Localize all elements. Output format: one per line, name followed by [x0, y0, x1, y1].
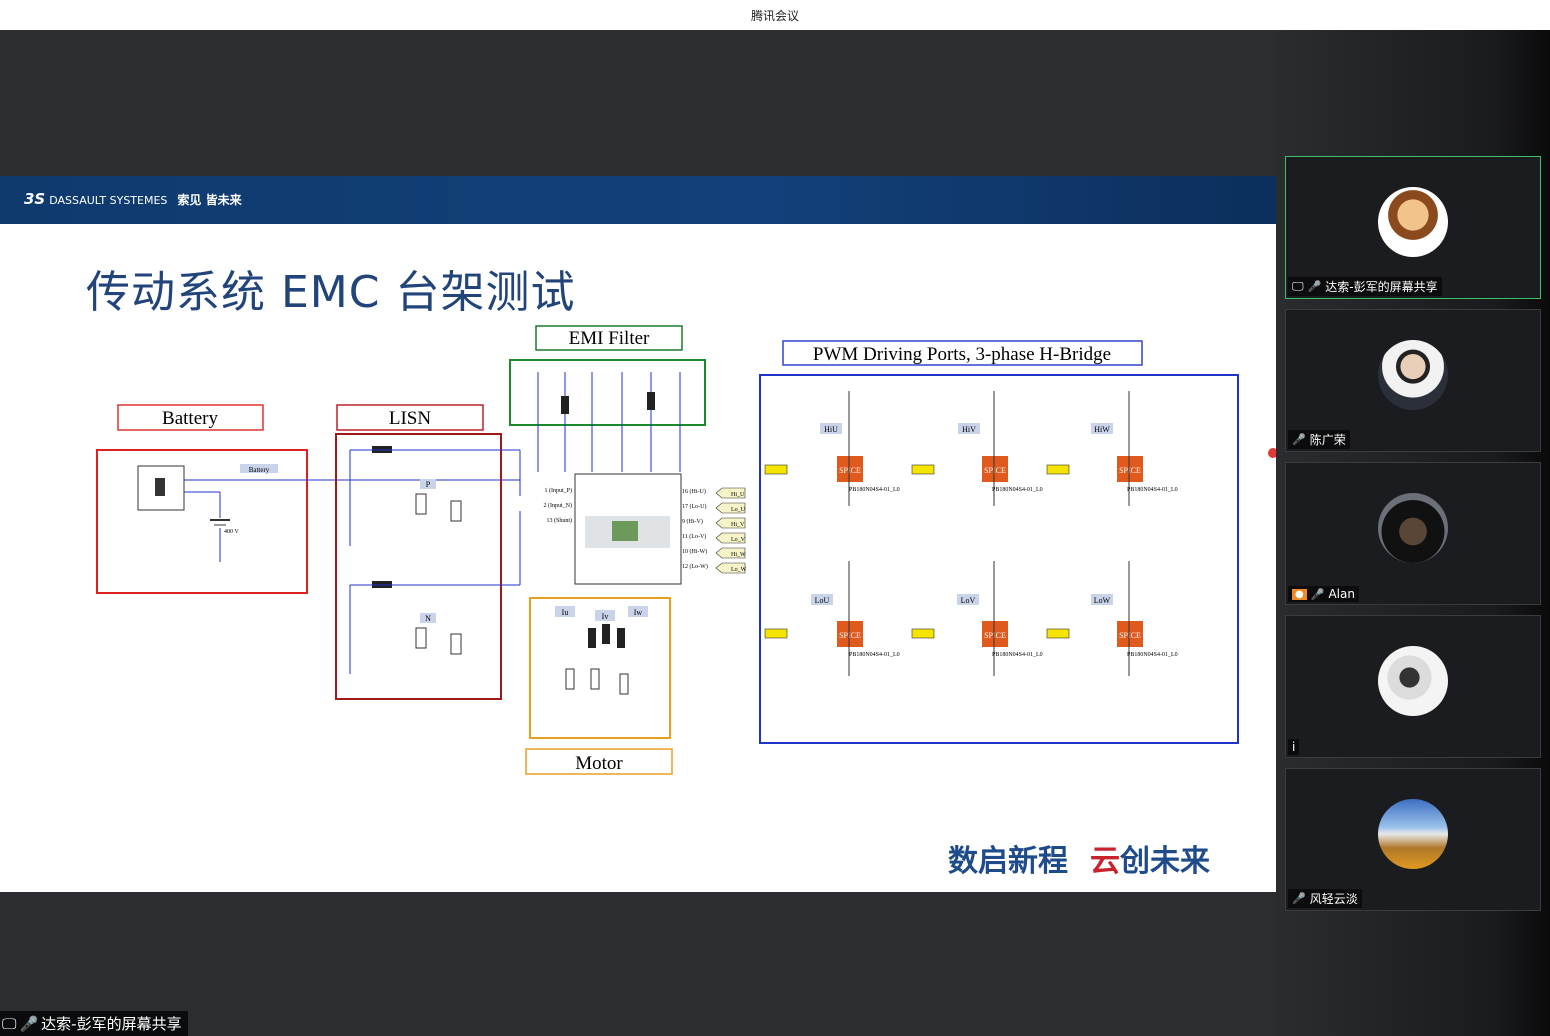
svg-text:13 (Shunt): 13 (Shunt)	[547, 517, 573, 524]
participant-tile-4[interactable]: i	[1285, 615, 1541, 758]
svg-text:9 (Hi-V): 9 (Hi-V)	[682, 518, 703, 525]
svg-text:1 (Input_P): 1 (Input_P)	[545, 487, 573, 494]
slide-slogan: 数启新程云创未来	[948, 844, 1210, 879]
participant-tile-5[interactable]: 🎤 风轻云淡	[1285, 768, 1541, 911]
svg-text:Hi_V: Hi_V	[731, 522, 745, 528]
svg-text:PB180N04S4-01_L0: PB180N04S4-01_L0	[992, 652, 1043, 658]
emc-circuit-diagram: Battery Battery 400 V LISN P N	[96, 325, 1239, 775]
participant-tile-3[interactable]: ● 🎤 Alan	[1285, 462, 1541, 605]
emi-filter-block	[509, 359, 706, 426]
motor-label-box	[525, 748, 673, 775]
svg-text:SPICE: SPICE	[839, 466, 861, 475]
svg-text:PB180N04S4-01_L0: PB180N04S4-01_L0	[992, 487, 1043, 493]
battery-label: Battery	[162, 408, 218, 429]
svg-text:2 (Input_N): 2 (Input_N)	[544, 502, 573, 509]
screen-share-icon: 🖵	[1292, 279, 1304, 293]
svg-text:Lo_W: Lo_W	[731, 567, 747, 573]
svg-text:Hi_U: Hi_U	[731, 492, 745, 498]
svg-text:HiW: HiW	[1094, 425, 1110, 434]
svg-text:Iu: Iu	[562, 608, 569, 617]
participant-tile-1[interactable]: 🖵 🎤 达索-彭军的屏幕共享	[1285, 156, 1541, 299]
emi-label-box	[535, 325, 683, 351]
svg-text:LoW: LoW	[1094, 596, 1111, 605]
lisn-n-label: N	[425, 614, 431, 623]
motor-label: Motor	[575, 753, 623, 774]
svg-text:PB180N04S4-01_L0: PB180N04S4-01_L0	[1127, 487, 1178, 493]
pwm-h-bridge-block	[759, 374, 1239, 744]
port-tags: Hi_U Lo_U Hi_V Lo_V Hi_W Lo_W 16 (Hi-U) …	[682, 487, 747, 574]
window-title-bar: 腾讯会议	[0, 0, 1550, 30]
svg-text:LoV: LoV	[961, 596, 976, 605]
pwm-label: PWM Driving Ports, 3-phase H-Bridge	[813, 344, 1111, 365]
lisn-label: LISN	[389, 408, 432, 429]
svg-text:PB180N04S4-01_L0: PB180N04S4-01_L0	[1127, 652, 1178, 658]
screen-share-badge[interactable]: 🖵 🎤 达索-彭军的屏幕共享	[0, 1011, 188, 1036]
svg-text:17 (Lo-U): 17 (Lo-U)	[682, 503, 707, 510]
svg-text:16 (Hi-U): 16 (Hi-U)	[682, 488, 706, 495]
battery-block	[96, 449, 308, 594]
svg-text:Hi_W: Hi_W	[731, 552, 746, 558]
window-title: 腾讯会议	[750, 9, 799, 23]
man-suit-avatar	[1378, 340, 1448, 410]
battery-tag: Battery	[249, 466, 270, 474]
svg-text:SPICE: SPICE	[984, 631, 1006, 640]
participant-label: 🎤 风轻云淡	[1288, 889, 1362, 908]
pwm-label-box	[782, 340, 1143, 366]
lisn-p-label: P	[426, 480, 431, 489]
ink-painting-avatar	[1378, 646, 1448, 716]
svg-text:Iw: Iw	[634, 608, 643, 617]
mic-muted-icon: 🎤	[1292, 892, 1306, 905]
svg-text:12 (Lo-W): 12 (Lo-W)	[682, 563, 708, 570]
participant-label: 🖵 🎤 达索-彭军的屏幕共享	[1288, 277, 1442, 296]
mic-icon: 🎤	[1310, 587, 1325, 601]
participant-tile-2[interactable]: 🎤 陈广荣	[1285, 309, 1541, 452]
person-back-avatar	[1378, 493, 1448, 563]
svg-text:Lo_V: Lo_V	[731, 537, 746, 543]
phase-cells: HiU SPICE PB180N04S4-01_L0 HiV SPICE PB1…	[764, 391, 1178, 676]
participant-label: 🎤 陈广荣	[1288, 430, 1350, 449]
mountain-avatar	[1378, 799, 1448, 869]
mic-icon: 🎤	[19, 1014, 39, 1033]
svg-text:SPICE: SPICE	[839, 631, 861, 640]
emi-label: EMI Filter	[569, 328, 650, 349]
svg-text:HiU: HiU	[824, 425, 838, 434]
svg-text:HiV: HiV	[962, 425, 976, 434]
participant-label: ● 🎤 Alan	[1288, 586, 1359, 602]
svg-text:Lo_U: Lo_U	[731, 507, 746, 513]
svg-text:10 (Hi-W): 10 (Hi-W)	[682, 548, 707, 555]
lisn-label-box	[336, 404, 484, 431]
svg-text:PB180N04S4-01_L0: PB180N04S4-01_L0	[849, 652, 900, 658]
battery-voltage: 400 V	[224, 529, 239, 535]
svg-text:SPICE: SPICE	[984, 466, 1006, 475]
svg-text:SPICE: SPICE	[1119, 466, 1141, 475]
svg-text:Iv: Iv	[602, 612, 609, 621]
recording-indicator	[1268, 448, 1278, 458]
svg-text:LoU: LoU	[815, 596, 830, 605]
user-icon: ●	[1292, 588, 1307, 600]
screen-share-icon: 🖵	[2, 1014, 17, 1033]
svg-text:SPICE: SPICE	[1119, 631, 1141, 640]
lisn-block	[335, 433, 502, 700]
mic-icon: 🎤	[1307, 280, 1322, 293]
svg-text:PB180N04S4-01_L0: PB180N04S4-01_L0	[849, 487, 900, 493]
monkey-rider-avatar	[1378, 187, 1448, 257]
slide-title: 传动系统 EMC 台架测试	[86, 267, 576, 318]
battery-label-box	[117, 404, 264, 431]
svg-text:11 (Lo-V): 11 (Lo-V)	[682, 533, 706, 540]
mic-muted-icon: 🎤	[1292, 433, 1306, 446]
participant-label: i	[1288, 739, 1300, 755]
motor-block	[529, 597, 671, 739]
